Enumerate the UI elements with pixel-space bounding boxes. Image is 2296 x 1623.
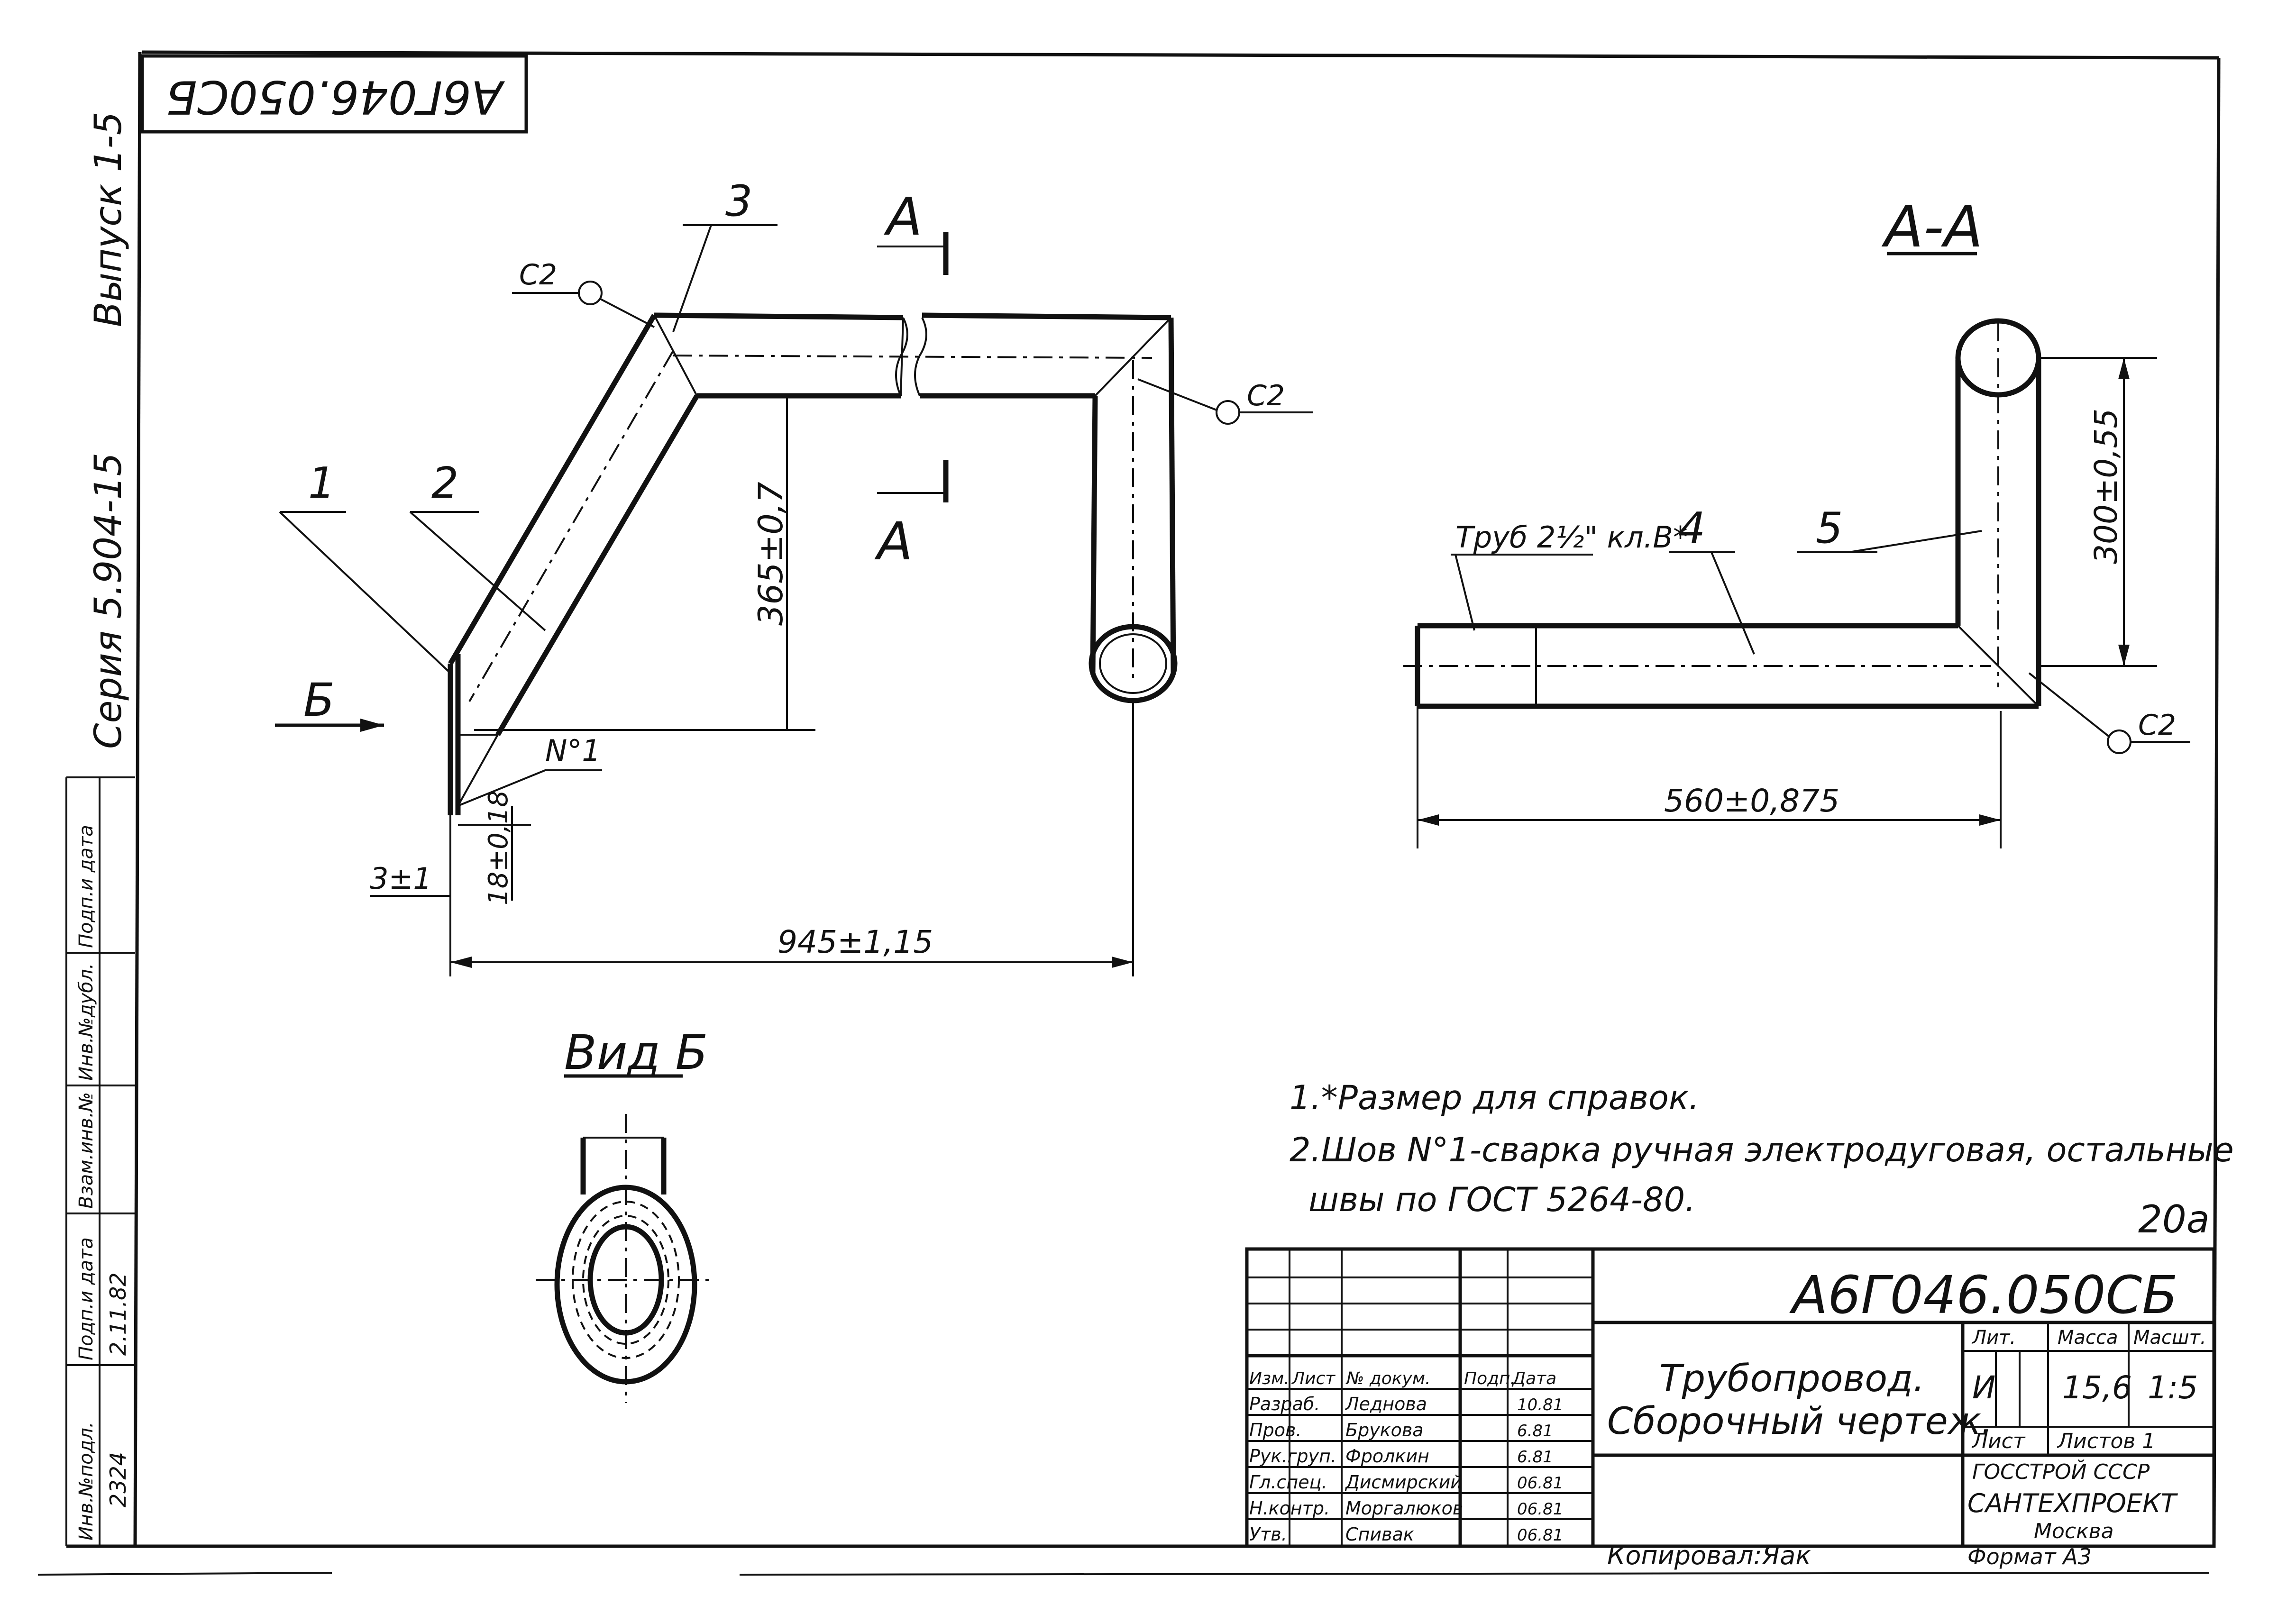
side-stamp-label-5: Подп.и дата [75, 825, 97, 948]
view-b: Вид Б [536, 1025, 711, 1403]
role-3: Рук.груп. [1249, 1446, 1336, 1467]
mass-label: Масса [2058, 1327, 2118, 1349]
note-1: 1.*Размер для справок. [1290, 1078, 1699, 1117]
callout-4: 4 [1678, 503, 1705, 553]
date-2: 6.81 [1517, 1422, 1553, 1441]
series-label: Серия 5.904-15 [87, 453, 130, 749]
header-col-3: № докум. [1345, 1369, 1430, 1388]
scale-value: 1:5 [2148, 1369, 2198, 1406]
page-mark: 20а [2138, 1197, 2210, 1241]
mass-value: 15,6 [2062, 1369, 2132, 1406]
dim-offset: 3±1 [370, 861, 432, 896]
name-6: Спивак [1345, 1524, 1414, 1545]
role-5: Н.контр. [1249, 1498, 1330, 1519]
scale-label: Масшт. [2133, 1327, 2206, 1349]
side-stamp-label-1: Инв.№подл. [75, 1422, 97, 1541]
dim-length: 945±1,15 [778, 924, 933, 960]
weld-mark-right: С2 [1247, 379, 1285, 412]
section-dim-height: 300±0,55 [2088, 409, 2124, 564]
org-line-3: Москва [2034, 1519, 2114, 1543]
top-stamp-code: А6Г046.050СБ [166, 71, 505, 124]
note-2: 2.Шов N°1-сварка ручная электродуговая, … [1290, 1131, 2234, 1169]
title-name-2: Сборочный чертеж. [1607, 1400, 1993, 1443]
name-3: Фролкин [1345, 1446, 1429, 1467]
title-block: А6Г046.050СБ Трубопровод. Сборочный черт… [1245, 1247, 2216, 1548]
date-5: 06.81 [1517, 1500, 1563, 1519]
side-stamp-label-3: Взам.инв.№ [75, 1092, 97, 1209]
org-line-2: САНТЕХПРОЕКТ [1967, 1488, 2178, 1518]
header-col-2: Лист [1291, 1369, 1336, 1388]
side-stamp-label-4: Инв.№дубл. [75, 963, 97, 1081]
role-1: Разраб. [1249, 1394, 1320, 1414]
name-4: Дисмирский [1345, 1472, 1462, 1493]
date-1: 10.81 [1517, 1395, 1563, 1414]
callout-2: 2 [431, 458, 458, 508]
callout-5: 5 [1816, 503, 1843, 553]
notes: 1.*Размер для справок. 2.Шов N°1-сварка … [1290, 1078, 2234, 1241]
format-label: Формат А3 [1967, 1544, 2092, 1569]
lit-label: Лит. [1971, 1327, 2016, 1349]
role-2: Пров. [1249, 1420, 1301, 1441]
role-4: Гл.спец. [1249, 1472, 1327, 1493]
dim-gap: 18±0,18 [483, 790, 514, 905]
date-3: 6.81 [1517, 1448, 1553, 1467]
weld-mark-left: С2 [519, 258, 557, 292]
view-b-title: Вид Б [564, 1025, 708, 1080]
date-6: 06.81 [1517, 1526, 1563, 1545]
sheet-label: Лист [1971, 1429, 2026, 1453]
lit-value: И [1972, 1369, 1995, 1406]
side-stamp-label-2: Подп.и дата [75, 1237, 97, 1360]
section-title: А-А [1881, 194, 1983, 260]
main-view: С2 С2 А А 1 2 3 N°1 Б 365±0,7 [275, 176, 1313, 976]
header-col-5: Дата [1511, 1369, 1556, 1388]
header-col-4: Подп. [1464, 1369, 1516, 1388]
name-5: Моргалюков [1345, 1498, 1463, 1519]
side-stamp-inv-number: 2324 [105, 1452, 131, 1507]
role-6: Утв. [1249, 1524, 1287, 1545]
section-view: А-А С2 4 5 Труб 2½" кл.В* [1403, 194, 2190, 848]
name-1: Леднова [1345, 1394, 1427, 1414]
org-line-1: ГОССТРОЙ СССР [1972, 1459, 2150, 1484]
view-arrow-letter: Б [303, 674, 335, 727]
callout-1: 1 [308, 458, 335, 508]
date-4: 06.81 [1517, 1474, 1563, 1493]
pipe-label: Труб 2½" кл.В* [1455, 520, 1688, 555]
issue-label: Выпуск 1-5 [87, 112, 130, 327]
header-col-1: Изм. [1249, 1369, 1290, 1388]
top-stamp: А6Г046.050СБ [140, 54, 528, 134]
weld-number: N°1 [545, 733, 601, 768]
section-dim-length: 560±0,875 [1664, 783, 1839, 819]
sheet-frame [37, 50, 2221, 1576]
section-weld-mark: С2 [2138, 709, 2176, 742]
dim-height: 365±0,7 [751, 482, 790, 626]
name-2: Брукова [1345, 1420, 1424, 1441]
section-letter-top: А [884, 186, 922, 247]
title-code: А6Г046.050СБ [1789, 1265, 2178, 1325]
section-letter-bottom: А [874, 511, 913, 572]
note-3: швы по ГОСТ 5264-80. [1308, 1180, 1695, 1219]
title-name-1: Трубопровод. [1659, 1358, 1925, 1400]
copied-by: Копировал:Яак [1607, 1541, 1811, 1570]
side-stamp-date: 2.11.82 [105, 1272, 131, 1356]
callout-3: 3 [725, 176, 752, 226]
sheets-label: Листов 1 [2057, 1429, 2155, 1453]
